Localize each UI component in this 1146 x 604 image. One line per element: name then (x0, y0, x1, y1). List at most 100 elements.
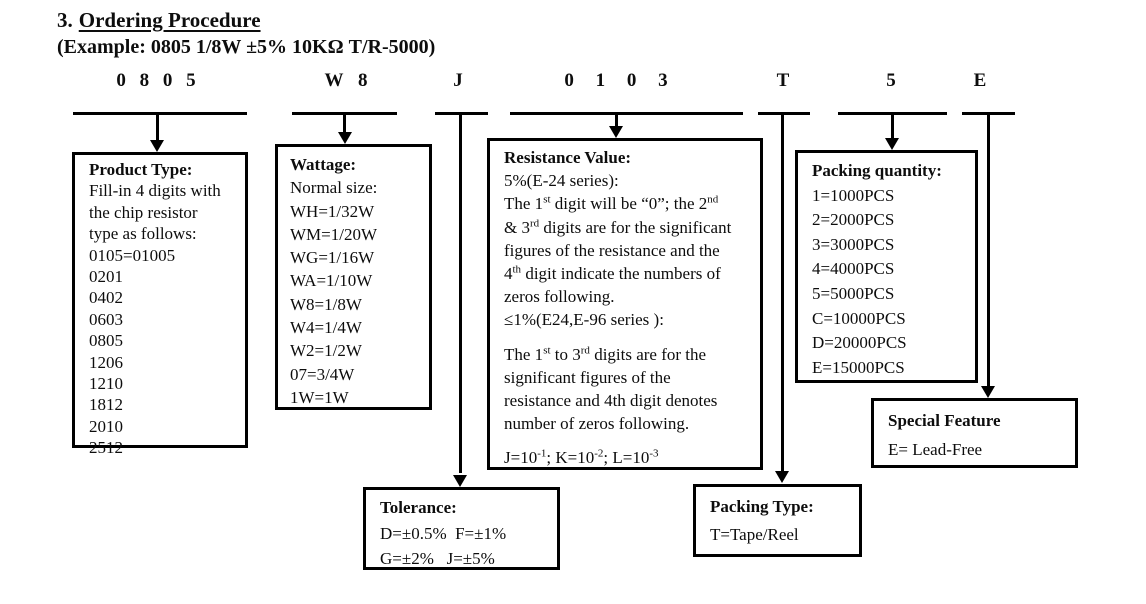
segment-underline (435, 112, 488, 115)
box-line: 0603 (89, 309, 123, 329)
example-line: (Example: 0805 1/8W ±5% 10KΩ T/R-5000) (57, 36, 436, 58)
box-line: 1=1000PCS (812, 185, 895, 205)
segment-underline (758, 112, 810, 115)
box-line: J=10-1; K=10-2; L=10-3 (504, 447, 659, 468)
box-body: Normal size: WH=1/32W WM=1/20W WG=1/16W WA=1… (290, 176, 423, 409)
code-packing-quantity: 5 (886, 70, 896, 91)
section-title: 3.Ordering Procedure (57, 8, 261, 33)
box-line: E=15000PCS (812, 357, 905, 377)
box-line: WG=1/16W (290, 248, 375, 268)
section-title-text: Ordering Procedure (78, 8, 261, 32)
code-special-feature: E (973, 70, 987, 91)
box-tolerance: Tolerance: D=±0.5% F=±1% G=±2% J=±5% (363, 487, 560, 570)
code-tolerance: J (453, 70, 463, 91)
box-line: D=20000PCS (812, 333, 907, 353)
connector-line (156, 114, 159, 142)
box-title: Packing quantity: (812, 161, 942, 180)
box-line: WH=1/32W (290, 201, 375, 221)
connector-line (891, 114, 894, 140)
box-line: 3=3000PCS (812, 234, 895, 254)
box-line: T=Tape/Reel (710, 525, 799, 544)
box-line: 07=3/4W (290, 364, 355, 384)
box-line: 2512 (89, 438, 123, 458)
box-line: the chip resistor (89, 202, 198, 222)
section-number: 3. (57, 8, 73, 32)
box-packing-quantity: Packing quantity: 1=1000PCS 2=2000PCS 3=30… (795, 150, 978, 383)
connector-line (459, 114, 462, 473)
box-line: The 1st to 3rd digits are for the (504, 343, 707, 364)
down-arrow-icon (885, 138, 899, 150)
box-line: Normal size: (290, 178, 378, 198)
box-title: Wattage: (290, 155, 357, 174)
down-arrow-icon (150, 140, 164, 152)
connector-line (987, 114, 990, 387)
box-line: 4=4000PCS (812, 259, 895, 279)
box-line: 2=2000PCS (812, 210, 895, 230)
down-arrow-icon (453, 475, 467, 487)
box-line: WA=1/10W (290, 271, 373, 291)
box-body: D=±0.5% F=±1% G=±2% J=±5% (380, 521, 551, 572)
box-line: Fill-in 4 digits with (89, 181, 221, 201)
box-packing-type: Packing Type: T=Tape/Reel (693, 484, 862, 557)
connector-line (615, 114, 618, 128)
segment-underline (292, 112, 397, 115)
box-line: W4=1/4W (290, 318, 362, 338)
box-line: 0402 (89, 288, 123, 308)
box-line: 0805 (89, 331, 123, 351)
box-resistance-value: Resistance Value: 5%(E-24 series):The 1s… (487, 138, 763, 470)
box-line: E= Lead-Free (888, 440, 983, 459)
box-body: E= Lead-Free (888, 435, 1069, 464)
box-title: Packing Type: (710, 497, 814, 516)
box-line: 5%(E-24 series): (504, 171, 619, 191)
box-line: 1812 (89, 395, 123, 415)
box-line: C=10000PCS (812, 308, 906, 328)
box-line: zeros following. (504, 287, 615, 307)
box-line: 5=5000PCS (812, 283, 895, 303)
code-wattage: W 8 (324, 70, 368, 91)
down-arrow-icon (981, 386, 995, 398)
box-body: 5%(E-24 series):The 1st digit will be “0… (504, 169, 752, 469)
box-line (504, 332, 752, 343)
box-line: type as follows: (89, 224, 197, 244)
box-line: 0105=01005 (89, 245, 176, 265)
box-special-feature: Special Feature E= Lead-Free (871, 398, 1078, 468)
box-line: D=±0.5% F=±1% (380, 523, 507, 543)
box-line: W8=1/8W (290, 294, 362, 314)
box-line: resistance and 4th digit denotes (504, 391, 718, 411)
down-arrow-icon (609, 126, 623, 138)
box-line: The 1st digit will be “0”; the 2nd (504, 193, 719, 214)
box-line: 1210 (89, 374, 123, 394)
box-line: 1W=1W (290, 387, 349, 407)
box-line: 4th digit indicate the numbers of (504, 263, 721, 284)
segment-underline (510, 112, 743, 115)
box-line: number of zeros following. (504, 414, 690, 434)
box-line: G=±2% J=±5% (380, 549, 495, 568)
box-line: ≤1%(E24,E-96 series ): (504, 310, 664, 330)
box-line: 0201 (89, 267, 123, 287)
box-title: Resistance Value: (504, 148, 632, 167)
box-title: Special Feature (888, 411, 1001, 430)
code-packing-type: T (776, 70, 790, 91)
code-resistance-value: 0 1 0 3 (564, 70, 668, 91)
box-title: Product Type: (89, 160, 193, 179)
box-line: 1206 (89, 352, 123, 372)
down-arrow-icon (338, 132, 352, 144)
box-line: W2=1/2W (290, 341, 362, 361)
box-line: & 3rd digits are for the significant (504, 216, 732, 237)
box-line: 2010 (89, 416, 123, 436)
box-line: significant figures of the (504, 367, 671, 387)
segment-underline (838, 112, 947, 115)
box-title: Tolerance: (380, 498, 457, 517)
code-product-type: 0 8 0 5 (116, 70, 196, 91)
box-wattage: Wattage: Normal size: WH=1/32W WM=1/20W WG=… (275, 144, 432, 410)
box-body: 1=1000PCS 2=2000PCS 3=3000PCS 4=4000PCS 5=50… (812, 184, 969, 381)
box-body: T=Tape/Reel (710, 521, 853, 549)
segment-underline (962, 112, 1015, 115)
connector-line (343, 114, 346, 134)
box-line: WM=1/20W (290, 224, 378, 244)
segment-underline (73, 112, 247, 115)
down-arrow-icon (775, 471, 789, 483)
